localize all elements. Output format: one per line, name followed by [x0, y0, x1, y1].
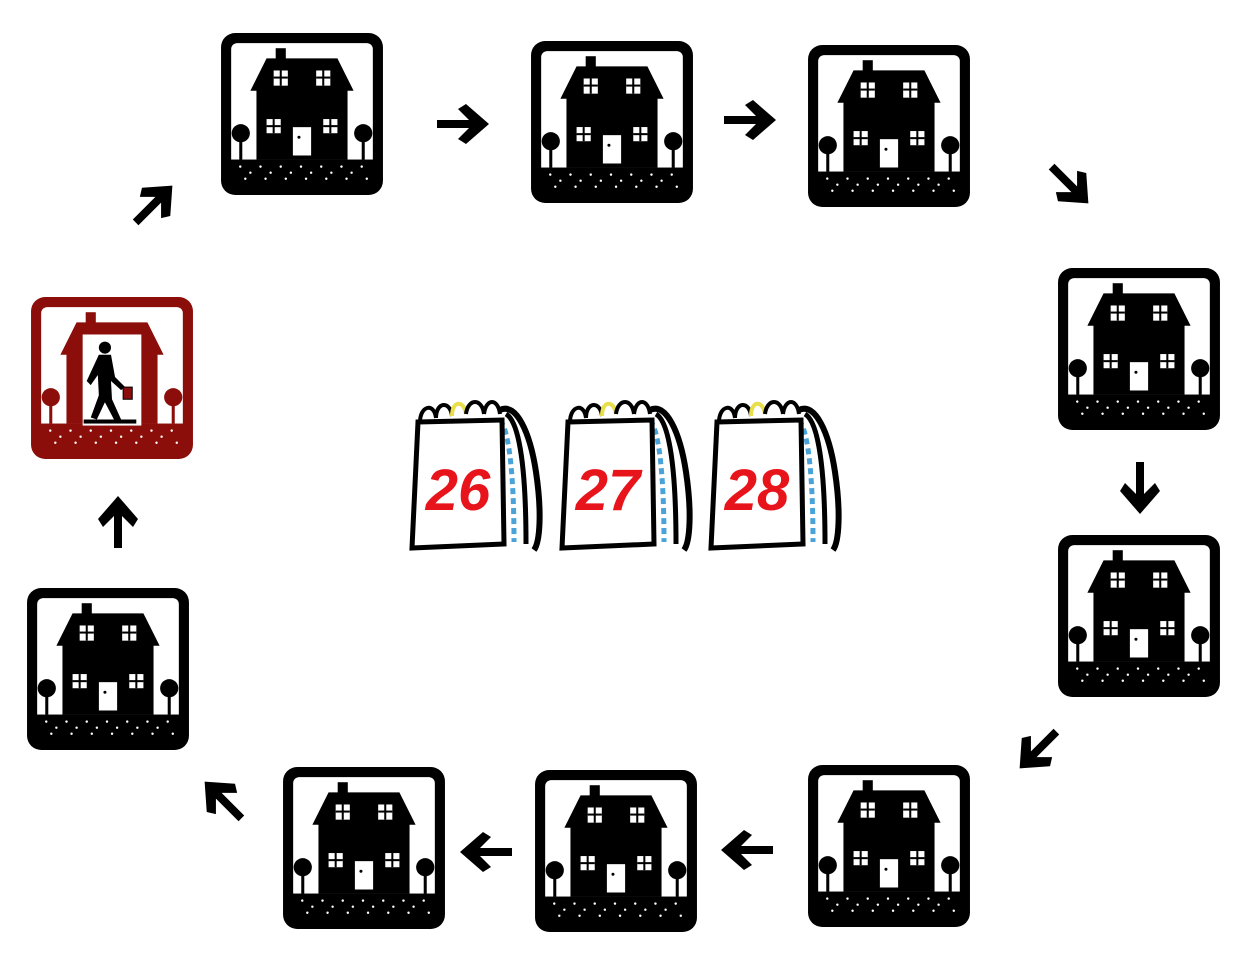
house-tile	[218, 30, 386, 198]
arrow-up-left-icon	[188, 765, 259, 836]
arrow-right-icon	[433, 104, 493, 144]
arrow-down-left-icon	[1003, 715, 1074, 786]
house-tile	[1055, 532, 1223, 700]
arrow-right-icon	[720, 100, 780, 140]
arrow-up-icon	[98, 492, 138, 552]
house-tile	[528, 38, 696, 206]
arrow-down-icon	[1120, 458, 1160, 518]
arrow-left-icon	[717, 830, 777, 870]
person-walking-through-doorway-icon	[28, 294, 196, 462]
tear-off-calendar-icon: 26	[406, 392, 552, 557]
calendar-day: 28	[724, 458, 790, 523]
calendar-day: 27	[575, 458, 643, 523]
house-tile	[532, 767, 700, 935]
house-tile	[280, 764, 448, 932]
house-tile	[805, 762, 973, 930]
arrow-down-right-icon	[1035, 150, 1106, 221]
tear-off-calendar-icon: 28	[705, 392, 851, 557]
calendar-day: 26	[425, 458, 491, 523]
tear-off-calendar-icon: 27	[556, 392, 702, 557]
arrow-up-right-icon	[119, 169, 190, 240]
arrow-left-icon	[456, 832, 516, 872]
house-tile	[24, 585, 192, 753]
house-tile	[1055, 265, 1223, 433]
house-tile	[805, 42, 973, 210]
